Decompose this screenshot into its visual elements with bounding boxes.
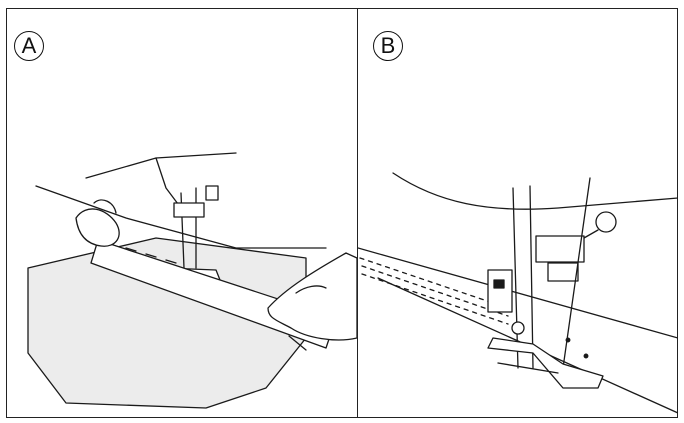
panel-a-illustration: [27, 152, 357, 409]
panel-b: [358, 8, 678, 418]
panel-a: [6, 8, 357, 418]
panel-b-illustration: [358, 172, 678, 414]
panel-b-badge: B: [373, 31, 403, 61]
panel-divider: [357, 8, 359, 418]
panel-a-badge: A: [14, 31, 44, 61]
